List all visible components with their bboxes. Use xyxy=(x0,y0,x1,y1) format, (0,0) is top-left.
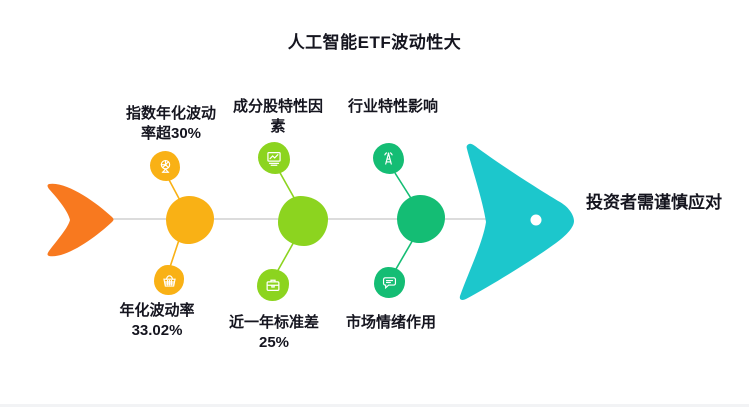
conclusion-text: 投资者需谨慎应对 xyxy=(586,193,722,212)
icon-node xyxy=(150,151,180,181)
icon-node xyxy=(258,142,290,174)
cause-node-emerald xyxy=(397,195,445,243)
cause-label: 指数年化波动率超30% xyxy=(125,105,216,143)
icon-node xyxy=(373,143,404,174)
cause-label: 成分股特性因素 xyxy=(232,98,323,136)
ferris-wheel-icon xyxy=(160,159,170,173)
cause-label: 行业特性影响 xyxy=(347,98,438,115)
cause-label: 年化波动率33.02% xyxy=(119,302,195,340)
briefcase-icon xyxy=(266,279,280,292)
chat-bubble-icon xyxy=(382,277,397,290)
fish-tail-shape xyxy=(47,183,114,257)
cause-node-yellow xyxy=(166,196,214,244)
chart-monitor-icon xyxy=(267,151,281,166)
branch-line xyxy=(395,237,415,270)
icon-node xyxy=(374,267,405,298)
signal-tower-icon xyxy=(384,152,393,165)
page-title: 人工智能ETF波动性大 xyxy=(287,33,462,52)
branch-line xyxy=(276,239,296,273)
fish-eye xyxy=(530,214,542,226)
bottom-edge xyxy=(0,404,749,407)
basket-icon xyxy=(162,274,176,287)
cause-node-lime xyxy=(278,196,328,246)
cause-label: 近一年标准差25% xyxy=(228,314,319,352)
cause-label: 市场情绪作用 xyxy=(345,314,436,331)
fish-head-shape xyxy=(459,143,574,300)
icon-node xyxy=(257,269,289,301)
icon-node xyxy=(154,265,184,295)
